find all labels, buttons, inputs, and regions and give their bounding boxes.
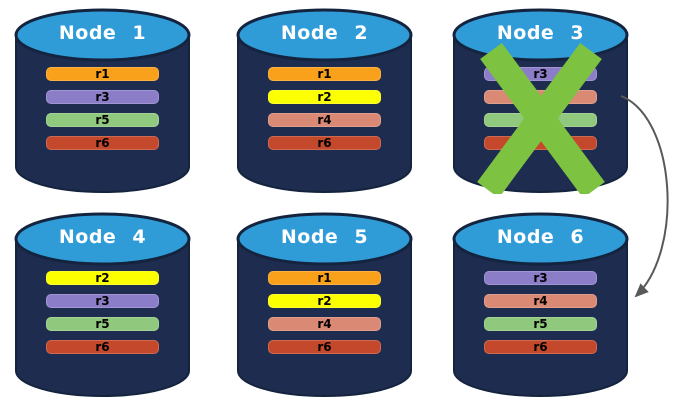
node-1: Node 1 r1 r3 r5 r6 [12,7,193,194]
replica-label: r3 [533,271,548,285]
replica-bar: r4 [484,294,597,308]
replica-list: r1 r3 r5 r6 [46,67,159,159]
node-title: Node 2 [280,22,369,44]
replica-label: r4 [317,113,332,127]
replica-list: r1 r2 r4 r6 [268,271,381,363]
replica-label: r6 [95,136,110,150]
node-6: Node 6 r3 r4 r5 r6 [450,211,631,398]
node-title: Node 1 [58,22,147,44]
replica-list: r2 r3 r5 r6 [46,271,159,363]
replica-label: r5 [533,317,548,331]
replica-bar: r3 [46,294,159,308]
replica-bar: r1 [268,67,381,81]
replica-bar: r5 [46,317,159,331]
replica-bar: r6 [268,340,381,354]
node-title: Node 5 [280,226,369,248]
replica-list: r3 [484,67,597,159]
replica-bar: r6 [46,136,159,150]
node-5: Node 5 r1 r2 r4 r6 [234,211,415,398]
replica-bar: r6 [484,340,597,354]
replica-label: r5 [95,317,110,331]
replica-bar: r2 [268,294,381,308]
replica-bar: r5 [484,317,597,331]
replica-bar: r4 [268,317,381,331]
replica-bar: r2 [268,90,381,104]
replica-bar: r3 [46,90,159,104]
replica-bar [484,90,597,104]
replica-label: r6 [317,340,332,354]
replica-bar: r3 [484,67,597,81]
node-title: Node 6 [496,226,585,248]
replica-list: r1 r2 r4 r6 [268,67,381,159]
replica-bar: r2 [46,271,159,285]
replica-label: r2 [317,90,332,104]
replica-label: r1 [95,67,110,81]
replica-bar: r1 [46,67,159,81]
replica-label: r6 [317,136,332,150]
replica-label: r5 [95,113,110,127]
replica-list: r3 r4 r5 r6 [484,271,597,363]
replica-bar: r1 [268,271,381,285]
node-2: Node 2 r1 r2 r4 r6 [234,7,415,194]
replica-label: r2 [317,294,332,308]
node-title: Node 3 [496,22,585,44]
replica-bar: r6 [46,340,159,354]
replica-bar: r4 [268,113,381,127]
replica-label: r1 [317,67,332,81]
replica-bar: r5 [46,113,159,127]
replica-label: r2 [95,271,110,285]
replica-label: r3 [95,294,110,308]
replica-label: r4 [317,317,332,331]
replica-bar: r3 [484,271,597,285]
replica-label: r6 [95,340,110,354]
node-title: Node 4 [58,226,147,248]
node-4: Node 4 r2 r3 r5 r6 [12,211,193,398]
replica-bar [484,113,597,127]
replica-label: r3 [95,90,110,104]
node-3: Node 3 r3 [450,7,631,194]
replica-bar: r6 [268,136,381,150]
replica-label: r4 [533,294,548,308]
replica-label: r1 [317,271,332,285]
replica-label: r3 [533,67,548,81]
replica-label: r6 [533,340,548,354]
replica-bar [484,136,597,150]
